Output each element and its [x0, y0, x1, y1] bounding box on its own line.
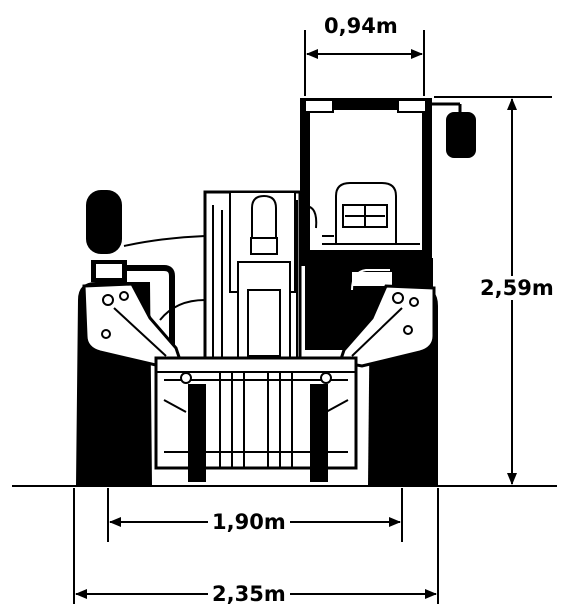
right-arm-bracket: [338, 284, 436, 368]
overall-width-label: 2,35m: [208, 582, 290, 606]
cab-width-label: 0,94m: [321, 14, 401, 38]
side-mirror: [432, 102, 476, 158]
chassis: [123, 190, 433, 410]
height-label: 2,59m: [478, 276, 556, 300]
cab: [300, 98, 432, 266]
fork-carriage: [154, 356, 358, 482]
left-arm-bracket: [82, 282, 182, 368]
track-width-label: 1,90m: [208, 510, 290, 534]
